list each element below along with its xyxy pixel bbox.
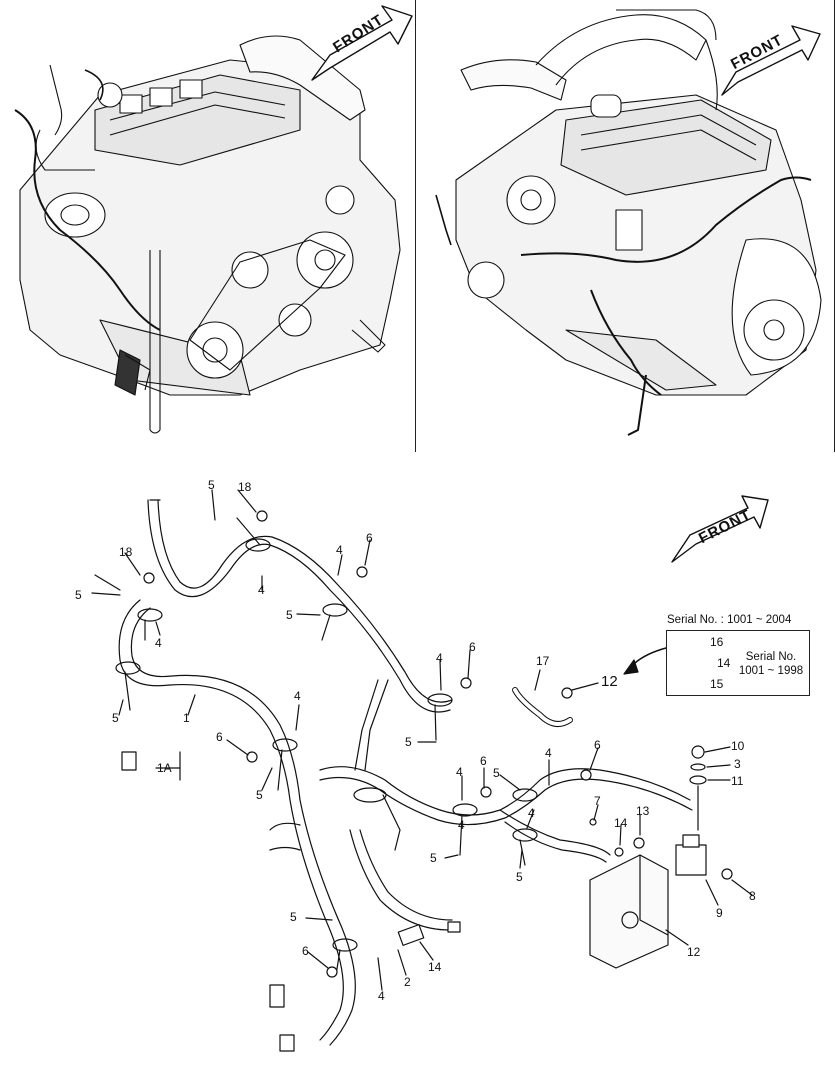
engine-left-drawing bbox=[14, 5, 413, 434]
callout-6: 6 bbox=[480, 754, 487, 768]
callout-7: 7 bbox=[594, 794, 601, 808]
callout-4: 4 bbox=[258, 583, 265, 597]
callout-4: 4 bbox=[436, 651, 443, 665]
callout-5: 5 bbox=[256, 788, 263, 802]
callout-12: 12 bbox=[687, 945, 701, 959]
callout-9: 9 bbox=[716, 906, 723, 920]
front-arrow-exploded bbox=[671, 495, 769, 563]
callout-12: 12 bbox=[601, 673, 618, 690]
callout-4: 4 bbox=[456, 765, 463, 779]
callout-8: 8 bbox=[749, 889, 756, 903]
callout-14: 14 bbox=[614, 816, 628, 830]
callout-5: 5 bbox=[405, 735, 412, 749]
callout-4: 4 bbox=[294, 689, 301, 703]
serial-sub-line2: 1001 ~ 1998 bbox=[738, 665, 804, 677]
callout-6: 6 bbox=[594, 738, 601, 752]
callout-3: 3 bbox=[734, 757, 741, 771]
callout-11: 11 bbox=[731, 774, 744, 788]
engine-right-drawing bbox=[435, 9, 822, 436]
callout-6: 6 bbox=[302, 944, 309, 958]
serial-sub-line1: Serial No. bbox=[745, 651, 797, 663]
callout-18: 18 bbox=[238, 480, 252, 494]
engine-view-right: FRONT bbox=[416, 0, 834, 452]
callout-4: 4 bbox=[528, 806, 535, 820]
callout-5: 5 bbox=[208, 478, 215, 492]
front-arrow-left bbox=[311, 5, 413, 81]
callout-6: 6 bbox=[216, 730, 223, 744]
callout-1a: 1A bbox=[157, 761, 172, 775]
callout-18: 18 bbox=[119, 545, 133, 559]
callout-5: 5 bbox=[290, 910, 297, 924]
callout-5: 5 bbox=[430, 851, 437, 865]
serial-box: 16 14 15 Serial No. 1001 ~ 1998 bbox=[666, 630, 810, 696]
serial-item-14: 14 bbox=[717, 656, 731, 670]
panel-divider bbox=[415, 0, 417, 452]
front-arrow-right bbox=[721, 25, 821, 96]
callout-5: 5 bbox=[516, 870, 523, 884]
callout-6: 6 bbox=[366, 531, 373, 545]
callout-5: 5 bbox=[75, 588, 82, 602]
callout-6: 6 bbox=[469, 640, 476, 654]
callout-1: 1 bbox=[183, 711, 190, 725]
callout-14: 14 bbox=[428, 960, 442, 974]
callout-4: 4 bbox=[458, 818, 465, 832]
callout-10: 10 bbox=[731, 739, 745, 753]
serial-item-16: 16 bbox=[710, 635, 724, 649]
callout-2: 2 bbox=[404, 975, 411, 989]
callout-4: 4 bbox=[155, 636, 162, 650]
engine-view-left: FRONT bbox=[0, 0, 415, 452]
callout-4: 4 bbox=[545, 746, 552, 760]
callout-4: 4 bbox=[336, 543, 343, 557]
callout-5: 5 bbox=[493, 766, 500, 780]
callout-5: 5 bbox=[286, 608, 293, 622]
callout-13: 13 bbox=[636, 804, 650, 818]
serial-box-title: Serial No. : 1001 ~ 2004 bbox=[667, 614, 792, 626]
callout-17: 17 bbox=[536, 654, 550, 668]
callout-4: 4 bbox=[378, 989, 385, 1003]
serial-item-15: 15 bbox=[710, 677, 724, 691]
callout-5: 5 bbox=[112, 711, 119, 725]
